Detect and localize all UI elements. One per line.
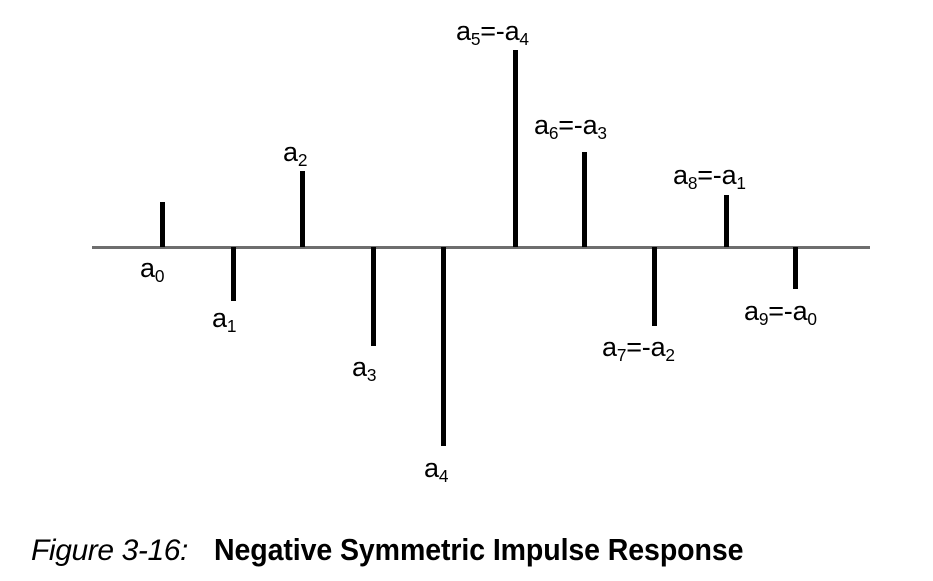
impulse-label-a8: a8=-a1	[673, 160, 746, 194]
impulse-stem-a8	[723, 195, 729, 247]
impulse-stem-a5	[512, 50, 518, 247]
impulse-stem-a0	[159, 202, 165, 247]
impulse-stem-a1	[230, 247, 236, 301]
impulse-stem-a2	[299, 171, 305, 247]
impulse-label-a4: a4	[424, 453, 449, 487]
impulse-response-plot: a0 a1 a2 a3 a4 a5=-a4 a6=-a3 a7=-a2 a8=-a1 a9=-a0	[92, 16, 870, 487]
impulse-stem-a7	[651, 247, 657, 326]
zero-axis-line	[92, 246, 870, 249]
impulse-stem-a9	[792, 247, 798, 289]
impulse-label-a0: a0	[140, 253, 165, 287]
impulse-label-a1: a1	[212, 303, 237, 337]
impulse-stem-a3	[370, 247, 376, 346]
impulse-label-a3: a3	[352, 352, 377, 386]
impulse-label-a6: a6=-a3	[534, 110, 607, 144]
impulse-label-a9: a9=-a0	[744, 296, 817, 330]
figure-caption: Figure 3-16: Negative Symmetric Impulse …	[31, 532, 921, 576]
impulse-label-a2: a2	[283, 137, 308, 171]
caption-figure-title: Negative Symmetric Impulse Response	[213, 532, 744, 567]
caption-figure-number: Figure 3-16:	[31, 534, 188, 567]
impulse-label-a7: a7=-a2	[602, 332, 675, 366]
impulse-stem-a4	[440, 247, 446, 446]
impulse-label-a5: a5=-a4	[456, 16, 529, 50]
impulse-stem-a6	[581, 152, 587, 247]
